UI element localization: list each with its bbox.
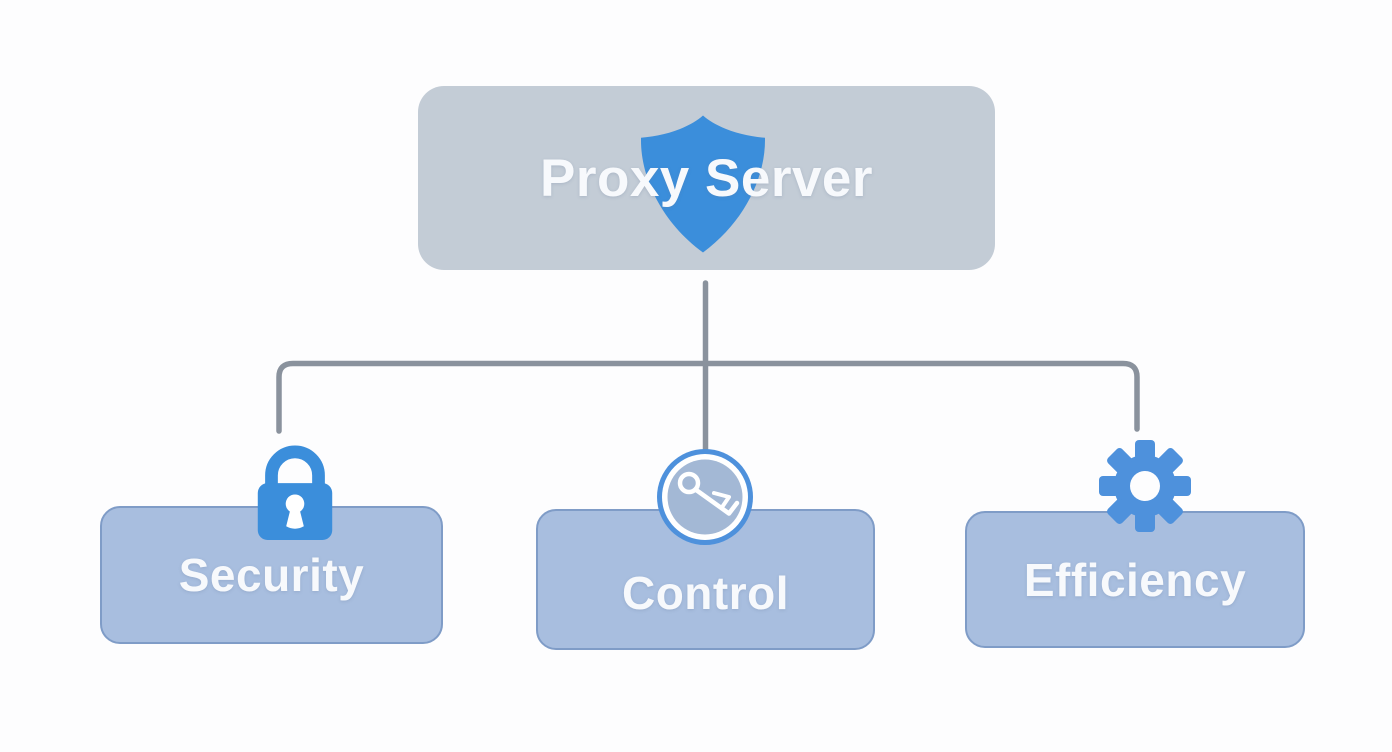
node-label: Control [621,566,789,619]
node-efficiency: Efficiency [965,511,1305,648]
node-proxy-server: Proxy Server [418,86,995,270]
shield-icon [641,115,766,253]
connector-branch [276,360,1140,434]
node-security: Security [100,506,443,644]
node-label: Proxy Server [539,148,874,208]
node-label: Security [178,549,365,601]
lock-icon [257,445,333,540]
key-icon [657,449,753,545]
node-control: Control [536,509,875,650]
node-label: Efficiency [1023,553,1247,606]
gear-icon [1099,440,1191,532]
